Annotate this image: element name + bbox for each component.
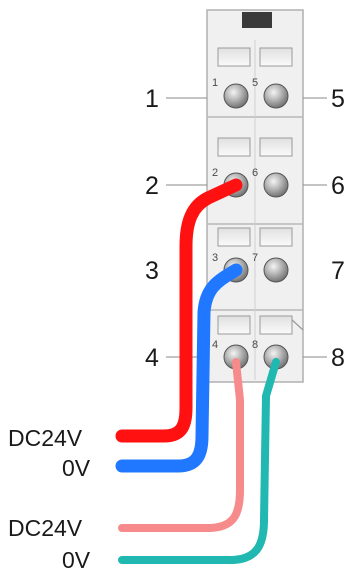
pin-label-8: 8 [252, 339, 258, 351]
pin-label-3: 3 [212, 252, 218, 264]
release-slots [217, 47, 293, 335]
terminal-number-4: 4 [145, 344, 159, 372]
slot-row-4 [217, 315, 293, 335]
pin-labels: 1 5 2 6 3 7 4 8 [212, 77, 258, 351]
pin-label-1: 1 [212, 77, 218, 89]
wire-lower-zero [118, 358, 280, 564]
wire-upper-plus [115, 178, 243, 443]
pin-label-6: 6 [252, 167, 258, 179]
pin-label-2: 2 [212, 167, 218, 179]
terminal-7 [263, 257, 289, 283]
wire-upper-zero [115, 263, 243, 473]
terminal-6 [263, 172, 289, 198]
label-lower-dc24v: DC24V [8, 515, 83, 541]
label-lower-0v: 0V [62, 547, 91, 572]
terminal-number-7: 7 [331, 257, 345, 285]
pin-label-7: 7 [252, 252, 258, 264]
terminal-number-1: 1 [145, 85, 159, 113]
pin-label-4: 4 [212, 339, 218, 351]
terminal-number-6: 6 [331, 172, 345, 200]
label-upper-0v: 0V [62, 455, 91, 481]
supply-labels: DC24V 0V DC24V 0V [8, 425, 91, 572]
wires [115, 178, 280, 564]
pin-label-5: 5 [252, 77, 258, 89]
terminal-1 [223, 83, 249, 109]
terminal-number-5: 5 [331, 85, 345, 113]
terminal-numbers: 1 2 3 4 5 6 7 8 [145, 85, 345, 372]
terminal-number-3: 3 [145, 257, 159, 285]
slot-row-1 [217, 47, 293, 67]
terminal-number-8: 8 [331, 344, 345, 372]
slot-row-3 [217, 227, 293, 247]
label-upper-dc24v: DC24V [8, 425, 83, 451]
wire-lower-plus [118, 358, 244, 532]
terminal-number-2: 2 [145, 172, 159, 200]
slot-row-2 [217, 137, 293, 157]
terminal-5 [263, 83, 289, 109]
